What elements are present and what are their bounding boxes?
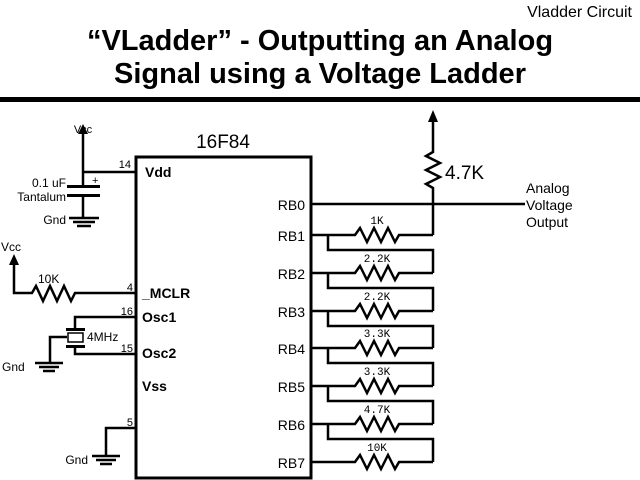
crystal-plate-bottom <box>66 345 85 348</box>
gnd-label-3: Gnd <box>65 453 88 467</box>
output-label-2: Voltage <box>526 197 573 213</box>
ladder-resistor-3 <box>311 301 433 321</box>
crystal: 4MHz Gnd <box>2 315 136 374</box>
capacitor-value: 0.1 uF <box>32 176 66 190</box>
pin-label-vss: Vss <box>142 378 167 394</box>
vcc-label-1: Vcc <box>74 124 93 136</box>
ladder-link-4 <box>326 348 435 386</box>
crystal-body-icon <box>67 332 84 343</box>
mclr-resistor <box>12 265 136 304</box>
capacitor-plate-bottom <box>67 194 100 197</box>
ladder-resistor-value-5: 3.3K <box>364 367 391 379</box>
pin-number-5: 5 <box>127 417 133 429</box>
pullup-resistor <box>423 122 443 235</box>
pin-label-rb1: RB1 <box>278 228 305 244</box>
pin-label-rb3: RB3 <box>278 304 305 320</box>
ladder-link-1 <box>326 235 435 273</box>
ladder-resistor-value-3: 2.2K <box>364 292 391 304</box>
ladder-link-5 <box>326 386 435 424</box>
ladder-resistor-4 <box>311 338 433 358</box>
pin-label-vdd: Vdd <box>145 164 171 180</box>
vcc-arrow-icon <box>428 110 438 122</box>
ladder-resistor-1 <box>311 225 433 245</box>
corner-label: Vladder Circuit <box>527 4 632 21</box>
crystal-plate-top <box>66 328 85 331</box>
pin-number-14: 14 <box>119 159 131 171</box>
ladder-resistor-value-6: 4.7K <box>364 405 391 417</box>
gnd-label-2: Gnd <box>2 360 25 374</box>
capacitor-plus: + <box>92 175 98 187</box>
ladder-resistor-5 <box>311 376 433 396</box>
pin-number-16: 16 <box>121 306 133 318</box>
title-line-2: Signal using a Voltage Ladder <box>114 58 526 90</box>
pin-number-15: 15 <box>121 343 133 355</box>
gnd-label-1: Gnd <box>43 213 66 227</box>
title-line-1: “VLadder” - Outputting an Analog <box>87 25 553 57</box>
ladder-resistor-value-4: 3.3K <box>364 329 391 341</box>
ground-icon <box>35 361 63 373</box>
crystal-wires <box>48 315 136 362</box>
ladder-link-2 <box>326 273 435 311</box>
left-pins: Vdd 14 _MCLR 4 Osc1 16 Osc2 15 Vss 5 <box>119 159 190 429</box>
title-rule <box>0 97 640 102</box>
pin-label-rb0: RB0 <box>278 197 305 213</box>
ladder-resistor-6 <box>311 414 433 434</box>
ladder-resistor-value-7: 10K <box>367 443 387 455</box>
pin-label-mclr: _MCLR <box>141 285 190 301</box>
pin-label-rb5: RB5 <box>278 379 305 395</box>
vcc-arrow-icon <box>78 124 88 134</box>
vcc-label-2: Vcc <box>1 240 21 254</box>
vss-wire <box>104 426 136 455</box>
mclr-resistor-value: 10K <box>38 272 59 286</box>
ladder-pullup: 4.7K Analog Voltage Output <box>311 110 573 235</box>
vcc-arrow-icon <box>9 254 19 265</box>
ladder-resistor-value-2: 2.2K <box>364 254 391 266</box>
chip-name: 16F84 <box>196 132 250 153</box>
output-label-3: Output <box>526 214 568 230</box>
ground-icon <box>92 454 120 466</box>
vss-ground: Gnd <box>65 426 136 467</box>
ladder-link-3 <box>326 311 435 348</box>
pin-number-4: 4 <box>127 282 133 294</box>
ladder-link-6 <box>326 424 435 462</box>
vdd-wire <box>81 134 136 217</box>
pin-label-rb7: RB7 <box>278 455 305 471</box>
ground-icon <box>69 216 99 228</box>
ladder-resistor-value-1: 1K <box>370 216 384 228</box>
output-label-1: Analog <box>526 180 570 196</box>
vdd-decoupling: Vcc + 0.1 uF Tantalum Gnd <box>17 124 136 228</box>
pin-label-rb2: RB2 <box>278 266 305 282</box>
capacitor-plate-top <box>67 185 100 188</box>
capacitor-type: Tantalum <box>17 190 66 204</box>
crystal-value: 4MHz <box>87 330 118 344</box>
pullup-value: 4.7K <box>445 163 484 184</box>
ladder-resistor-7 <box>311 452 433 472</box>
ladder-resistor-2 <box>311 263 433 283</box>
mclr-pullup: Vcc 10K <box>1 240 136 304</box>
pin-label-rb4: RB4 <box>278 341 305 357</box>
pin-label-osc2: Osc2 <box>142 345 176 361</box>
pin-label-osc1: Osc1 <box>142 309 176 325</box>
pin-label-rb6: RB6 <box>278 417 305 433</box>
